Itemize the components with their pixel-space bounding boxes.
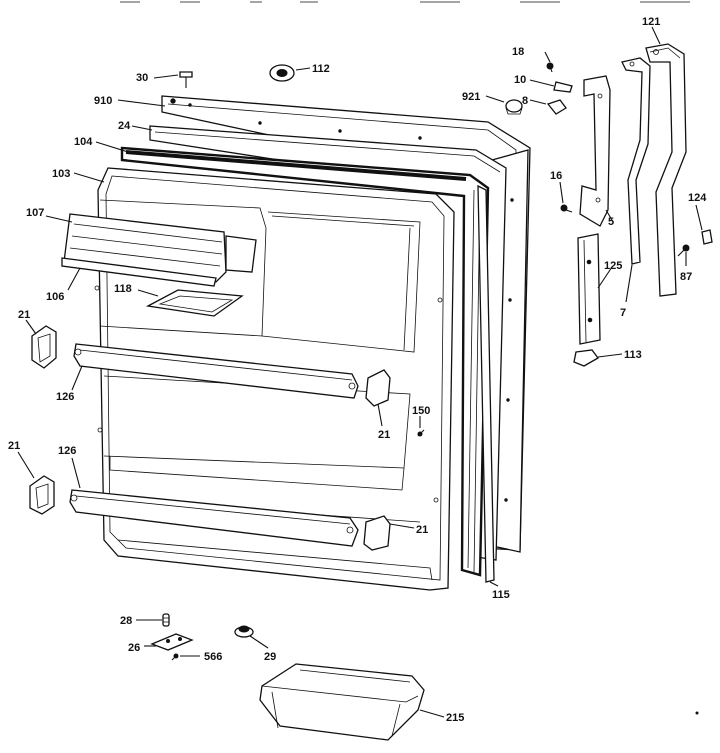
callout-21-c: 21 <box>8 440 20 452</box>
dairy-door <box>61 213 257 287</box>
door-bin-215 <box>259 663 425 741</box>
callout-125: 125 <box>604 260 622 272</box>
callout-150: 150 <box>412 405 430 417</box>
callout-18: 18 <box>512 46 524 58</box>
callout-921: 921 <box>462 91 480 103</box>
callout-21-b: 21 <box>378 429 390 441</box>
bushing-8 <box>546 99 567 115</box>
callout-118: 118 <box>114 283 132 295</box>
callout-21-d: 21 <box>416 524 428 536</box>
hinge-rod-7 <box>621 57 651 265</box>
callout-87: 87 <box>680 271 692 283</box>
butter-tray <box>145 289 244 317</box>
callout-566: 566 <box>204 651 222 663</box>
bracket-26 <box>150 633 194 651</box>
spring-28 <box>162 613 170 627</box>
callout-107: 107 <box>26 207 44 219</box>
trim-strip-115 <box>477 184 495 583</box>
plug-124 <box>701 229 713 245</box>
callout-7: 7 <box>620 307 626 319</box>
callout-124: 124 <box>688 192 707 204</box>
callout-5: 5 <box>608 216 614 228</box>
callout-104: 104 <box>74 136 93 148</box>
screw-18 <box>546 62 554 73</box>
cap-921 <box>505 99 523 115</box>
leader-lines <box>17 26 703 718</box>
hinge-rod-121 <box>645 43 687 297</box>
callout-910: 910 <box>94 95 112 107</box>
screw-30 <box>179 71 193 88</box>
callout-29: 29 <box>264 651 276 663</box>
shelf-end-cap-3 <box>365 369 391 407</box>
callout-215: 215 <box>446 712 464 724</box>
shelf-end-cap-1 <box>31 325 57 369</box>
callout-106: 106 <box>46 291 64 303</box>
callout-112: 112 <box>312 63 330 75</box>
channel-125 <box>577 233 601 345</box>
callout-24: 24 <box>118 120 131 132</box>
callout-28: 28 <box>120 615 132 627</box>
screw-87 <box>677 244 690 257</box>
cap-29 <box>234 625 254 638</box>
callout-21-a: 21 <box>18 309 30 321</box>
shelf-end-cap-2 <box>29 475 55 515</box>
shelf-bar-upper <box>73 343 359 399</box>
shelf-bar-lower <box>69 489 359 547</box>
callout-16: 16 <box>550 170 562 182</box>
plug-112 <box>269 64 295 82</box>
callout-115: 115 <box>492 589 510 601</box>
callout-30: 30 <box>136 72 148 84</box>
callout-10: 10 <box>514 74 526 86</box>
screw-566 <box>171 653 179 661</box>
callout-103: 103 <box>52 168 70 180</box>
cap-113 <box>573 349 599 367</box>
callout-113: 113 <box>624 349 642 361</box>
callout-labels: 18 121 30 112 10 910 921 8 24 104 103 16… <box>8 16 707 724</box>
hinge-bracket-5 <box>579 75 611 227</box>
callout-8: 8 <box>522 95 528 107</box>
callout-126-a: 126 <box>56 391 74 403</box>
hinge-pin-10 <box>553 81 573 93</box>
callout-26: 26 <box>128 642 140 654</box>
stray-dot <box>695 711 699 715</box>
screw-16 <box>560 204 573 213</box>
screw-150 <box>417 429 425 437</box>
shelf-end-cap-4 <box>363 515 391 551</box>
callout-121: 121 <box>642 16 660 28</box>
callout-126-b: 126 <box>58 445 76 457</box>
